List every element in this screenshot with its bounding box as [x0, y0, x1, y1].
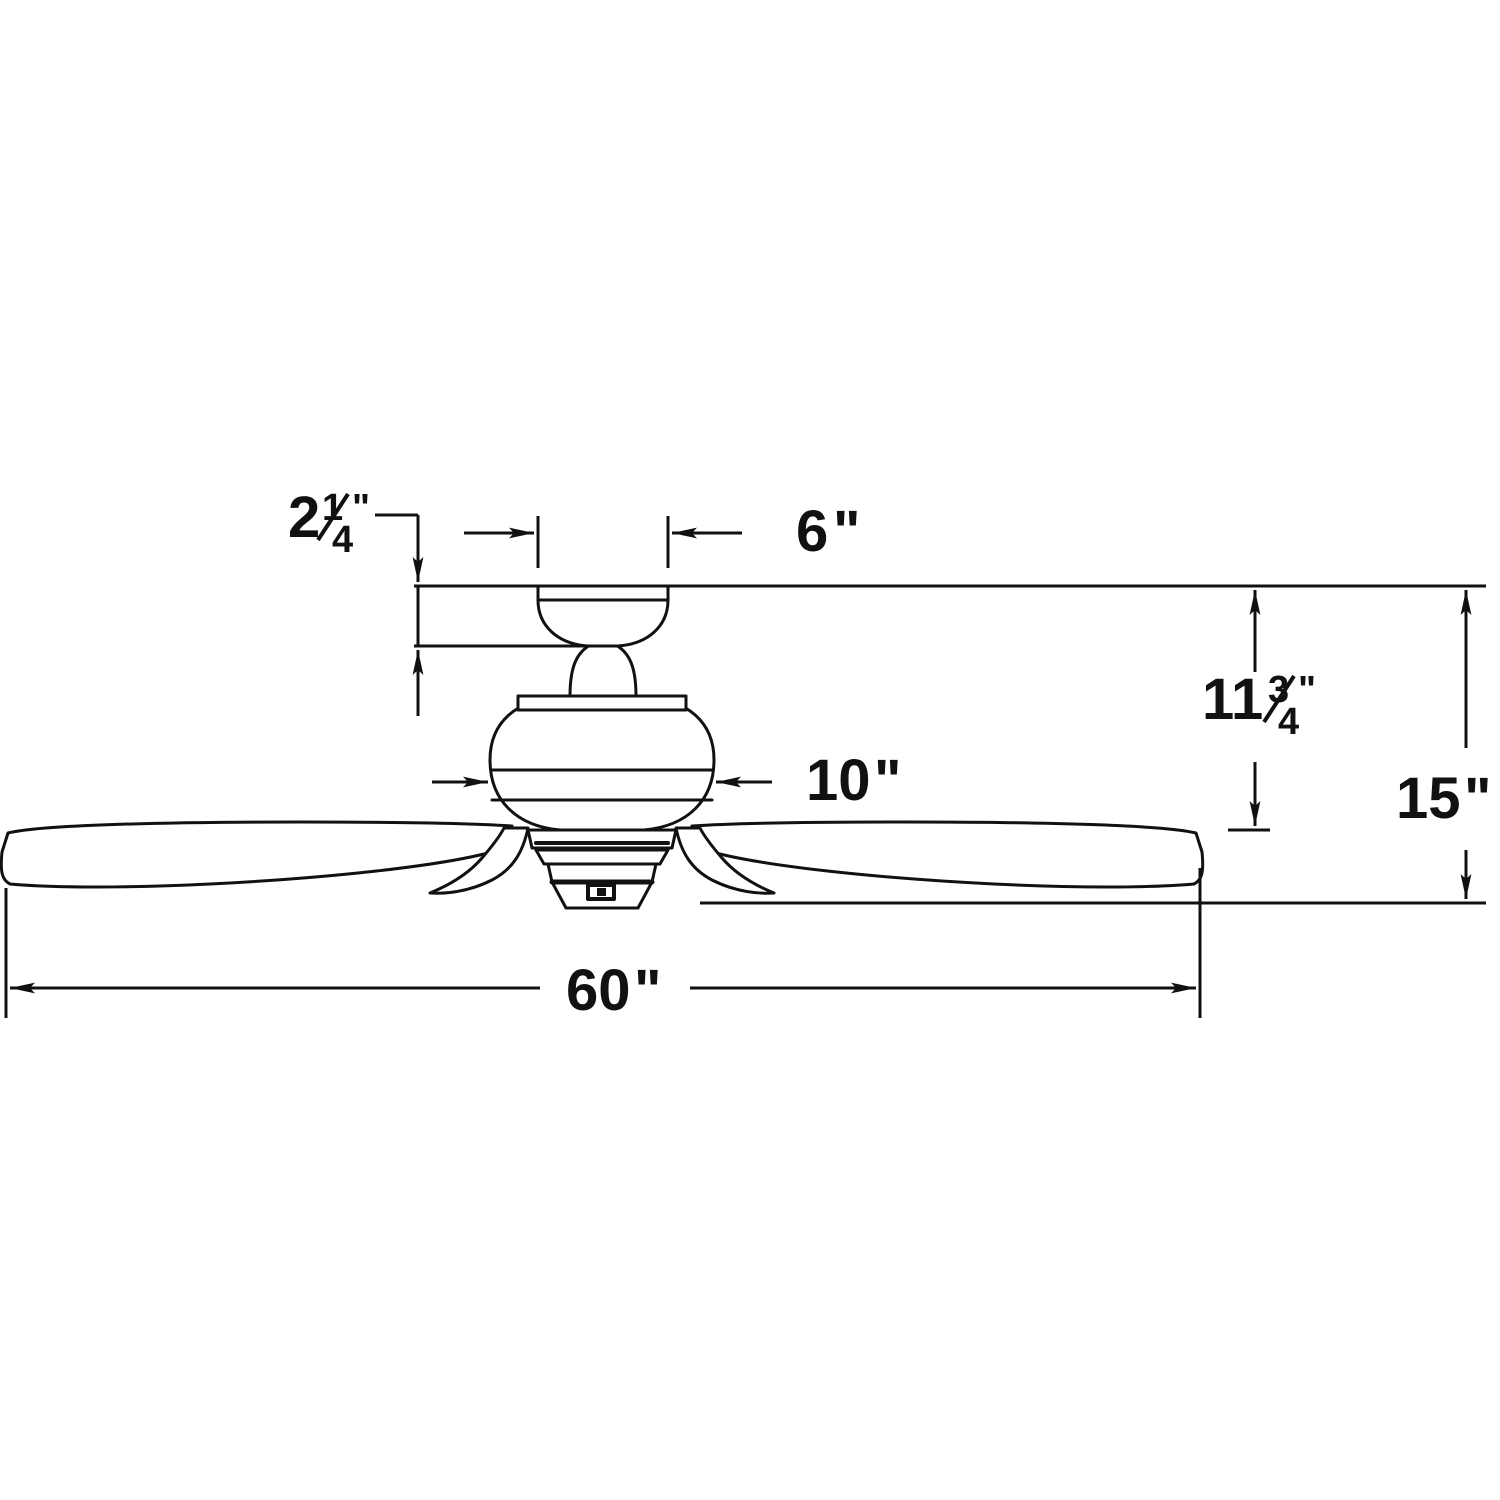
canopy-rim — [536, 584, 670, 602]
label-blade-drop-denominator: 4 — [1278, 701, 1299, 743]
label-blade-drop-quote: " — [1298, 669, 1316, 711]
pull-switch-inner — [597, 888, 606, 896]
label-motor-diameter-quote: " — [874, 748, 902, 813]
label-overall-height-value: 15 — [1396, 766, 1461, 831]
motor-housing — [488, 694, 716, 832]
label-canopy-width: 6 " — [796, 499, 861, 564]
label-blade-span-value: 60 — [566, 958, 631, 1023]
label-blade-span-quote: " — [634, 958, 662, 1023]
label-canopy-width-value: 6 — [796, 499, 828, 564]
label-blade-span: 60 " — [566, 958, 662, 1023]
fraction-slash-blade-drop — [1262, 674, 1296, 724]
motor-bottom-plate — [526, 828, 678, 850]
label-canopy-width-quote: " — [833, 499, 861, 564]
label-canopy-height-numerator: 1 — [322, 487, 343, 529]
blade-arm-left — [428, 826, 530, 895]
dimension-labels: 2 1 4 " 6 " 10 " 11 3 4 " 15 " — [288, 485, 1492, 1023]
fan-assembly — [0, 584, 1205, 910]
label-blade-drop: 11 3 4 " — [1202, 667, 1316, 743]
switch-housing — [546, 862, 658, 884]
motor-collar-top — [516, 694, 688, 712]
motor-yoke-cover — [568, 642, 638, 698]
label-overall-height: 15 " — [1396, 766, 1492, 831]
canopy-bowl — [536, 598, 670, 648]
label-canopy-height-denominator: 4 — [332, 519, 353, 561]
label-motor-diameter-value: 10 — [806, 748, 871, 813]
label-canopy-height-whole: 2 — [288, 485, 320, 550]
dimension-arrows — [10, 515, 1472, 994]
blade-arm-right — [674, 826, 776, 895]
label-motor-diameter: 10 " — [806, 748, 902, 813]
label-blade-drop-numerator: 3 — [1268, 669, 1289, 711]
fraction-slash-canopy-height — [316, 492, 350, 542]
reference-lines — [4, 513, 1486, 1018]
label-overall-height-quote: " — [1464, 766, 1492, 831]
label-canopy-height: 2 1 4 " — [288, 485, 370, 561]
label-canopy-height-quote: " — [352, 487, 370, 529]
switch-housing-ring — [534, 848, 670, 866]
label-blade-drop-whole: 11 — [1202, 667, 1263, 732]
